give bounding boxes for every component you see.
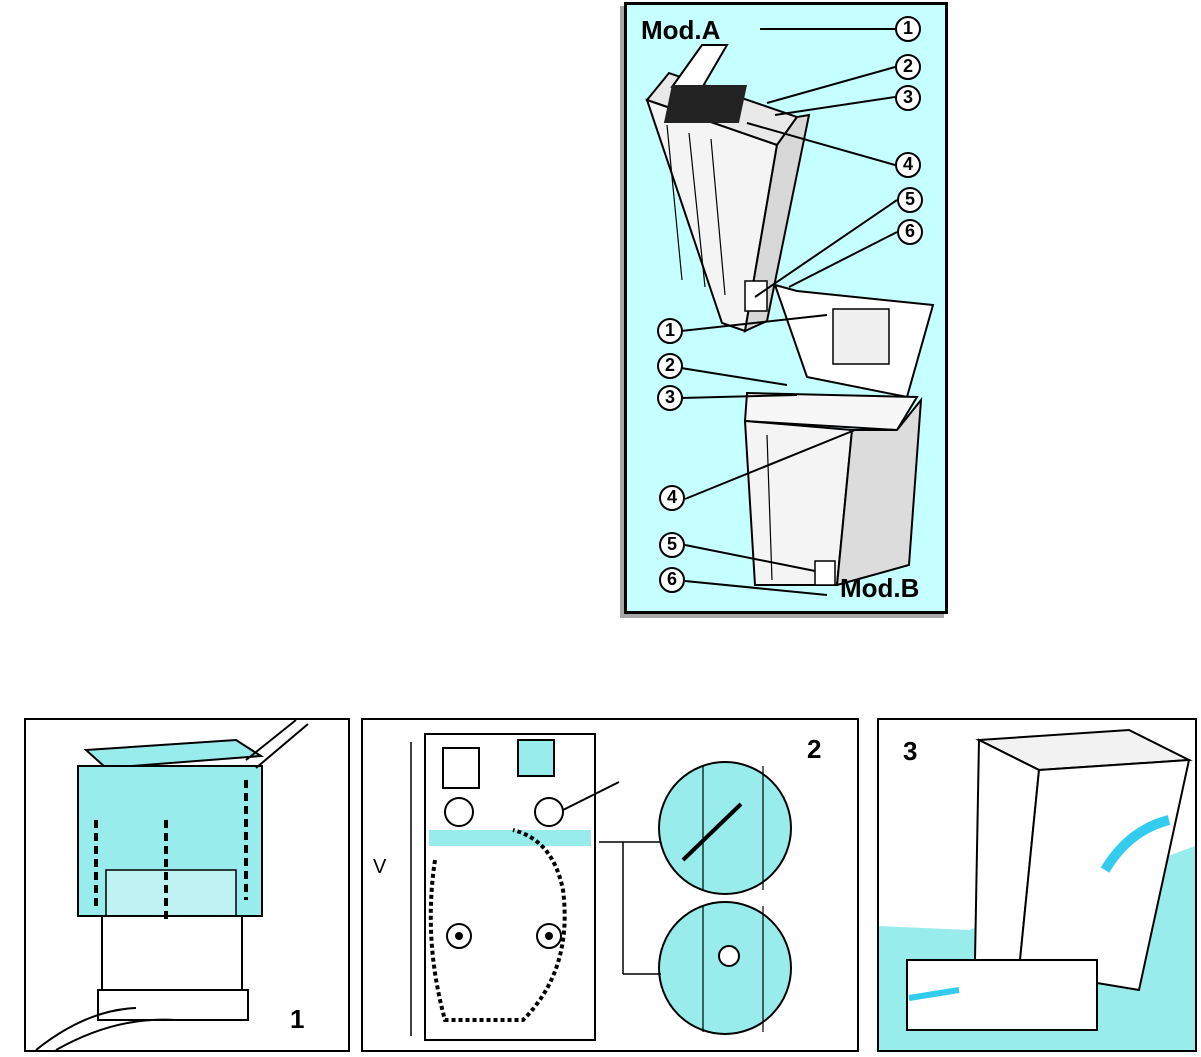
model-a-callout-3: 3 bbox=[895, 85, 921, 111]
model-a-callout-4: 4 bbox=[895, 152, 921, 178]
model-a-label: Mod.A bbox=[641, 15, 720, 46]
model-b-label: Mod.B bbox=[840, 573, 919, 604]
model-b-callout-6: 6 bbox=[659, 567, 685, 593]
model-diagram-panel: Mod.A Mod.B 1 2 3 4 5 6 1 2 3 4 5 6 bbox=[624, 2, 948, 614]
step-2-drawing bbox=[363, 720, 857, 1050]
step-1-panel: 1 bbox=[24, 718, 350, 1052]
step-2-number: 2 bbox=[807, 734, 821, 765]
model-a-callout-1: 1 bbox=[895, 16, 921, 42]
step-1-drawing bbox=[26, 720, 348, 1050]
machine-model-b bbox=[745, 285, 933, 585]
model-b-callout-5: 5 bbox=[659, 532, 685, 558]
model-b-callout-2: 2 bbox=[657, 353, 683, 379]
step-1-number: 1 bbox=[290, 1004, 304, 1035]
model-b-callout-3: 3 bbox=[657, 385, 683, 411]
step-2-panel: 2 V bbox=[361, 718, 859, 1052]
step-2-side-label: V bbox=[373, 856, 386, 879]
step-3-number: 3 bbox=[903, 736, 917, 767]
model-b-callout-1: 1 bbox=[657, 318, 683, 344]
model-a-callout-2: 2 bbox=[895, 54, 921, 80]
step-3-panel: 3 bbox=[877, 718, 1197, 1052]
model-a-callout-6: 6 bbox=[897, 219, 923, 245]
model-a-callout-5: 5 bbox=[897, 187, 923, 213]
model-b-callout-4: 4 bbox=[659, 485, 685, 511]
step-3-drawing bbox=[879, 720, 1195, 1050]
